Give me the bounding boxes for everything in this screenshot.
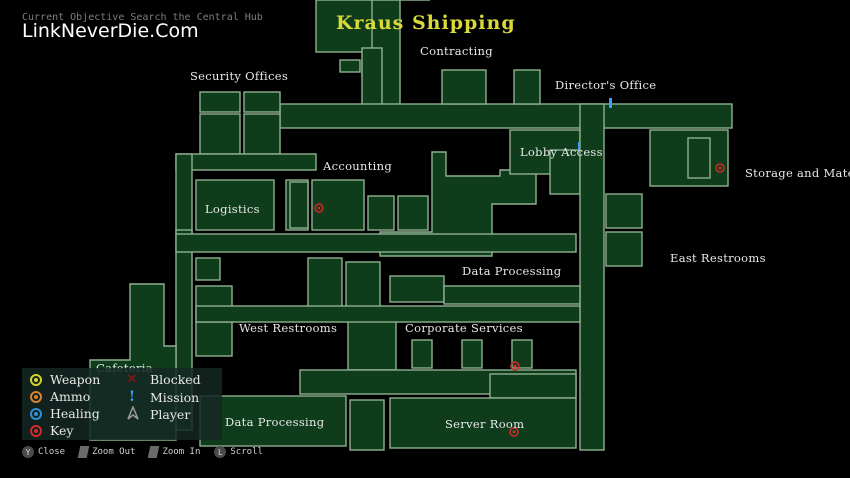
key-marker-accounting xyxy=(314,203,324,213)
accounting-room-3 xyxy=(397,195,429,231)
weapon-icon xyxy=(30,373,42,386)
west-upper-corridor xyxy=(175,153,193,235)
room-label-server-room: Server Room xyxy=(445,417,525,431)
server-room xyxy=(389,397,577,449)
healing-icon xyxy=(30,407,42,420)
east-room-1 xyxy=(605,193,643,229)
storage-inner xyxy=(687,137,711,179)
legend-player: Player xyxy=(126,405,191,423)
room-label-directors-office: Director's Office xyxy=(555,78,657,92)
legend-ammo-label: Ammo xyxy=(50,389,91,404)
west-small-room-3 xyxy=(195,321,233,357)
mission-marker-director xyxy=(609,98,612,108)
legend-healing-label: Healing xyxy=(50,406,100,421)
key-marker-storage xyxy=(715,163,725,173)
accounting-room-main xyxy=(311,179,365,231)
stair-block xyxy=(339,59,361,73)
legend-weapon: Weapon xyxy=(30,372,100,387)
contracting-room-b xyxy=(513,69,541,105)
room-label-data-processing-lower: Data Processing xyxy=(225,415,325,429)
legend-mission: ! Mission xyxy=(126,389,199,405)
contracting-room-a xyxy=(441,69,487,105)
close-label: Close xyxy=(38,447,66,457)
security-office-1 xyxy=(199,91,241,113)
legend-blocked: ✕ Blocked xyxy=(126,372,201,387)
key-icon xyxy=(30,424,42,437)
legend-healing: Healing xyxy=(30,406,100,421)
security-office-2 xyxy=(243,91,281,113)
legend-key: Key xyxy=(30,423,73,438)
key-marker-server xyxy=(509,427,519,437)
west-small-room-1 xyxy=(195,257,221,281)
data-proc-room-top xyxy=(389,275,445,303)
accounting-room-2 xyxy=(367,195,395,231)
watermark-logo: LinkNeverDie.Com xyxy=(22,20,199,42)
legend-weapon-label: Weapon xyxy=(50,372,101,387)
legend-ammo: Ammo xyxy=(30,389,90,404)
blocked-icon: ✕ xyxy=(126,372,138,387)
center-room-2 xyxy=(345,261,381,309)
room-label-logistics: Logistics xyxy=(205,202,260,216)
room-label-east-restrooms: East Restrooms xyxy=(670,251,766,265)
lower-hub-room xyxy=(489,373,577,399)
room-label-contracting: Contracting xyxy=(420,44,493,58)
room-label-lobby-access: Lobby Access xyxy=(520,145,603,159)
security-office-4 xyxy=(243,113,281,155)
y-button-icon: Y xyxy=(22,446,34,458)
scroll-control[interactable]: L Scroll xyxy=(214,446,263,458)
logistics-room xyxy=(195,179,275,231)
left-stick-icon: L xyxy=(214,446,227,458)
west-horizontal-corridor xyxy=(175,233,577,253)
corporate-room-1 xyxy=(411,339,433,369)
room-label-corporate-services: Corporate Services xyxy=(405,321,523,335)
current-objective: Current Objective Search the Central Hub xyxy=(22,12,263,23)
mission-marker-lobby xyxy=(578,142,580,150)
left-trigger-icon xyxy=(77,446,90,458)
central-hub-block xyxy=(379,151,537,257)
right-trigger-icon xyxy=(148,446,160,458)
zoom-out-control[interactable]: Zoom Out xyxy=(77,446,136,458)
zoom-out-label: Zoom Out xyxy=(92,447,136,457)
legend-key-label: Key xyxy=(50,423,74,438)
north-stub xyxy=(315,0,373,53)
security-office-3 xyxy=(199,113,241,155)
room-label-accounting: Accounting xyxy=(323,159,392,173)
ammo-icon xyxy=(30,390,42,403)
corporate-room-2 xyxy=(461,339,483,369)
security-corridor xyxy=(175,153,317,171)
north-stub-2 xyxy=(361,47,383,113)
map-title: Kraus Shipping xyxy=(336,12,516,34)
mid-corridor xyxy=(195,305,581,323)
zoom-in-label: Zoom In xyxy=(162,447,201,457)
scroll-label: Scroll xyxy=(230,447,263,457)
room-label-data-processing-upper: Data Processing xyxy=(462,264,562,278)
zoom-in-control[interactable]: Zoom In xyxy=(148,446,201,458)
legend-blocked-label: Blocked xyxy=(150,372,201,387)
legend-player-label: Player xyxy=(150,407,191,422)
center-room-1 xyxy=(307,257,343,309)
room-label-west-restrooms: West Restrooms xyxy=(239,321,338,335)
main-corridor xyxy=(279,103,733,129)
player-icon xyxy=(126,405,139,423)
control-hints: Y Close Zoom Out Zoom In L Scroll xyxy=(22,446,263,458)
logistics-side-2 xyxy=(289,181,309,229)
legend-mission-label: Mission xyxy=(150,389,200,405)
lower-small-room xyxy=(349,399,385,451)
key-marker-corporate xyxy=(510,361,520,371)
map-legend: Weapon Ammo Healing Key ✕ Blocked ! Miss… xyxy=(22,368,222,440)
east-room-2 xyxy=(605,231,643,267)
corporate-room-3 xyxy=(511,339,533,369)
room-label-storage: Storage and Mate xyxy=(745,166,850,180)
mission-icon: ! xyxy=(128,389,136,405)
east-vertical-corridor xyxy=(579,103,605,451)
close-control[interactable]: Y Close xyxy=(22,446,65,458)
data-proc-corridor xyxy=(443,285,581,305)
room-label-security-offices: Security Offices xyxy=(190,69,289,83)
